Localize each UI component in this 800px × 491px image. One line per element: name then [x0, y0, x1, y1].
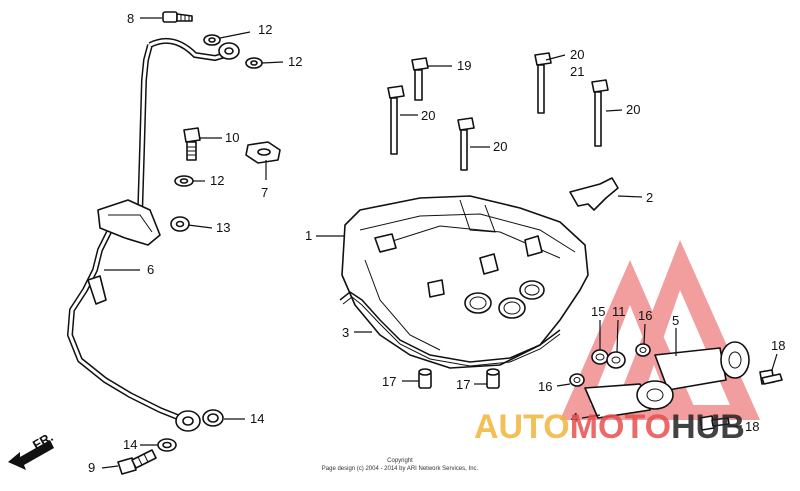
- callout-21: 21: [570, 64, 584, 79]
- dowel-pin-17b: [486, 368, 500, 389]
- callout-8: 8: [127, 11, 134, 26]
- banjo-bolt-9: [117, 449, 157, 475]
- callout-20: 20: [493, 139, 507, 154]
- front-direction-marker: FR.: [8, 429, 56, 470]
- callout-20: 20: [626, 102, 640, 117]
- callout-1: 1: [305, 228, 312, 243]
- o-ring-16a: [635, 343, 651, 357]
- callout-4: 4: [571, 410, 578, 425]
- flange-bolt-20a: [387, 85, 405, 155]
- banjo-bolt-8: [162, 11, 193, 23]
- head-cover-gasket: [339, 291, 561, 367]
- banjo-fitting-top: [218, 42, 240, 60]
- callout-5: 5: [672, 313, 679, 328]
- leader-lines: [101, 17, 778, 469]
- sealing-washer-12a: [203, 34, 221, 46]
- callout-12: 12: [210, 173, 224, 188]
- cylinder-head-cover: [341, 195, 589, 369]
- flange-bolt-19: [411, 57, 429, 101]
- callout-14: 14: [123, 437, 137, 452]
- callout-16: 16: [638, 308, 652, 323]
- shaft-4: [584, 380, 674, 419]
- callout-6: 6: [147, 262, 154, 277]
- callout-12: 12: [258, 22, 272, 37]
- banjo-13: [170, 216, 190, 232]
- bolt-18a: [759, 369, 783, 385]
- copyright-line-1: Copyright: [387, 458, 413, 464]
- callout-17: 17: [382, 374, 396, 389]
- shaft-5: [654, 341, 750, 391]
- copyright-line-2: Page design (c) 2004 - 2014 by ARI Netwo…: [322, 466, 479, 472]
- grommet-7: [245, 141, 281, 164]
- callout-2: 2: [646, 190, 653, 205]
- o-ring-11: [606, 351, 626, 369]
- sealing-washer-14a: [202, 409, 224, 427]
- banjo-fitting-bottom: [175, 410, 201, 432]
- callout-labels: 8 12 12 10 12 7 13 6 14 14 9 19 20 20 20…: [88, 11, 785, 475]
- callout-15: 15: [591, 304, 605, 319]
- o-ring-15: [591, 349, 609, 365]
- watermark-auto: AUTO: [474, 408, 570, 446]
- callout-18: 18: [745, 419, 759, 434]
- callout-11: 11: [612, 304, 626, 319]
- callout-17: 17: [456, 377, 470, 392]
- callout-19: 19: [457, 58, 471, 73]
- watermark-hub: HUB: [671, 408, 745, 446]
- callout-12: 12: [288, 54, 302, 69]
- bolt-18b: [699, 415, 730, 431]
- flange-bolt-20d: [591, 79, 609, 147]
- dowel-pin-17a: [418, 368, 432, 389]
- callout-10: 10: [225, 130, 239, 145]
- callout-14: 14: [250, 411, 264, 426]
- breather-tube: [67, 37, 236, 423]
- sealing-washer-12b: [245, 57, 263, 69]
- callout-20: 20: [570, 47, 584, 62]
- flange-bolt-20b: [457, 117, 475, 171]
- watermark-moto: MOTO: [570, 408, 671, 446]
- callout-16: 16: [538, 379, 552, 394]
- sealing-washer-14b: [157, 438, 177, 452]
- clamp-bracket-2: [569, 177, 619, 211]
- banjo-bolt-10: [183, 127, 201, 161]
- flange-bolt-20c: [534, 52, 552, 114]
- o-ring-16b: [569, 373, 585, 387]
- sealing-washer-12c: [174, 175, 194, 187]
- callout-7: 7: [261, 185, 268, 200]
- callout-3: 3: [342, 325, 349, 340]
- callout-9: 9: [88, 460, 95, 475]
- callout-13: 13: [216, 220, 230, 235]
- watermark-text: AUTOMOTOHUB: [474, 408, 745, 446]
- callout-20: 20: [421, 108, 435, 123]
- callout-18: 18: [771, 338, 785, 353]
